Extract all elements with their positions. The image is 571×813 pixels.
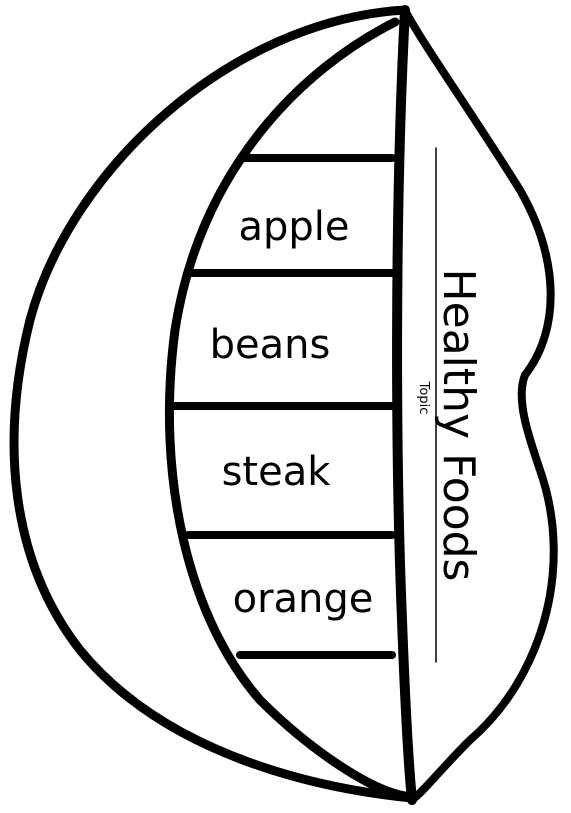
item-label: orange [233, 576, 374, 622]
topic-caption: Topic [416, 381, 431, 415]
item-label: steak [222, 449, 332, 495]
item-label: apple [238, 204, 349, 250]
center-spine [397, 10, 412, 800]
item-label: beans [210, 322, 331, 368]
topic-title: Healthy Foods [433, 269, 484, 582]
